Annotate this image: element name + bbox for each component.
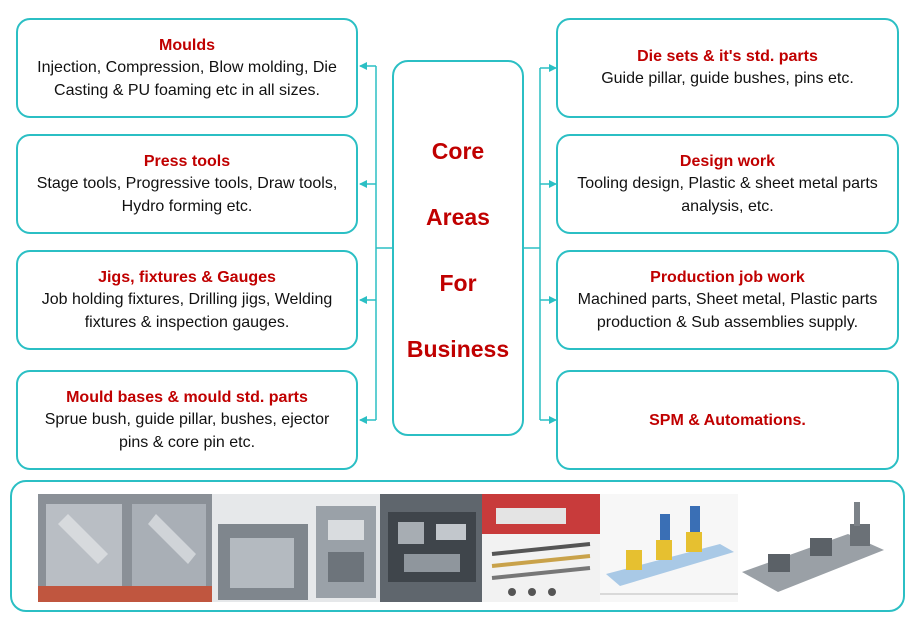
box-line: Sprue bush, guide pillar, bushes, ejecto…: [44, 410, 330, 428]
box-jigs-fixtures: Jigs, fixtures & Gauges Job holding fixt…: [16, 250, 358, 350]
product-photo-strip: [10, 480, 905, 612]
box-design-work: Design work Tooling design, Plastic & sh…: [556, 134, 899, 234]
box-line: Injection, Compression, Blow molding, Di…: [37, 58, 337, 76]
spm-machine-photo: [738, 494, 888, 602]
box-production-job-work: Production job work Machined parts, Shee…: [556, 250, 899, 350]
box-title: Press tools: [143, 152, 231, 170]
core-word: Areas: [426, 204, 490, 230]
box-title: SPM & Automations.: [649, 411, 806, 429]
box-title: Production job work: [650, 268, 805, 286]
connector-lines: [359, 62, 557, 424]
automation-design-photo: [600, 494, 740, 602]
box-line: pins & core pin etc.: [118, 433, 256, 451]
box-line: Tooling design, Plastic & sheet metal pa…: [577, 174, 878, 192]
box-title: Moulds: [159, 36, 215, 54]
box-title: Jigs, fixtures & Gauges: [98, 268, 276, 286]
box-spm-automations: SPM & Automations.: [556, 370, 899, 470]
box-line: Job holding fixtures, Drilling jigs, Wel…: [41, 290, 333, 308]
core-word: Core: [431, 138, 485, 164]
mould-photo: [38, 494, 214, 602]
box-title: Design work: [679, 152, 776, 170]
box-press-tools: Press tools Stage tools, Progressive too…: [16, 134, 358, 234]
box-mould-bases: Mould bases & mould std. parts Sprue bus…: [16, 370, 358, 470]
core-word: For: [439, 270, 477, 296]
core-word: Business: [406, 336, 510, 362]
box-moulds: Moulds Injection, Compression, Blow mold…: [16, 18, 358, 118]
box-line: production & Sub assemblies supply.: [596, 313, 859, 331]
press-tool-photo: [212, 494, 384, 602]
box-line: Casting & PU foaming etc in all sizes.: [54, 81, 320, 99]
mould-std-parts-photo: [482, 494, 600, 602]
box-die-sets: Die sets & it's std. parts Guide pillar,…: [556, 18, 899, 118]
box-line: Guide pillar, guide bushes, pins etc.: [601, 70, 854, 87]
box-title: Die sets & it's std. parts: [637, 48, 818, 65]
core-areas-box: Core Areas For Business: [392, 60, 524, 436]
box-line: analysis, etc.: [681, 197, 774, 215]
box-line: Stage tools, Progressive tools, Draw too…: [36, 174, 338, 192]
jig-fixture-photo: [380, 494, 484, 602]
box-line: Machined parts, Sheet metal, Plastic par…: [577, 290, 878, 308]
box-title: Mould bases & mould std. parts: [66, 388, 308, 406]
box-line: fixtures & inspection gauges.: [84, 313, 290, 331]
box-line: Hydro forming etc.: [121, 197, 253, 215]
